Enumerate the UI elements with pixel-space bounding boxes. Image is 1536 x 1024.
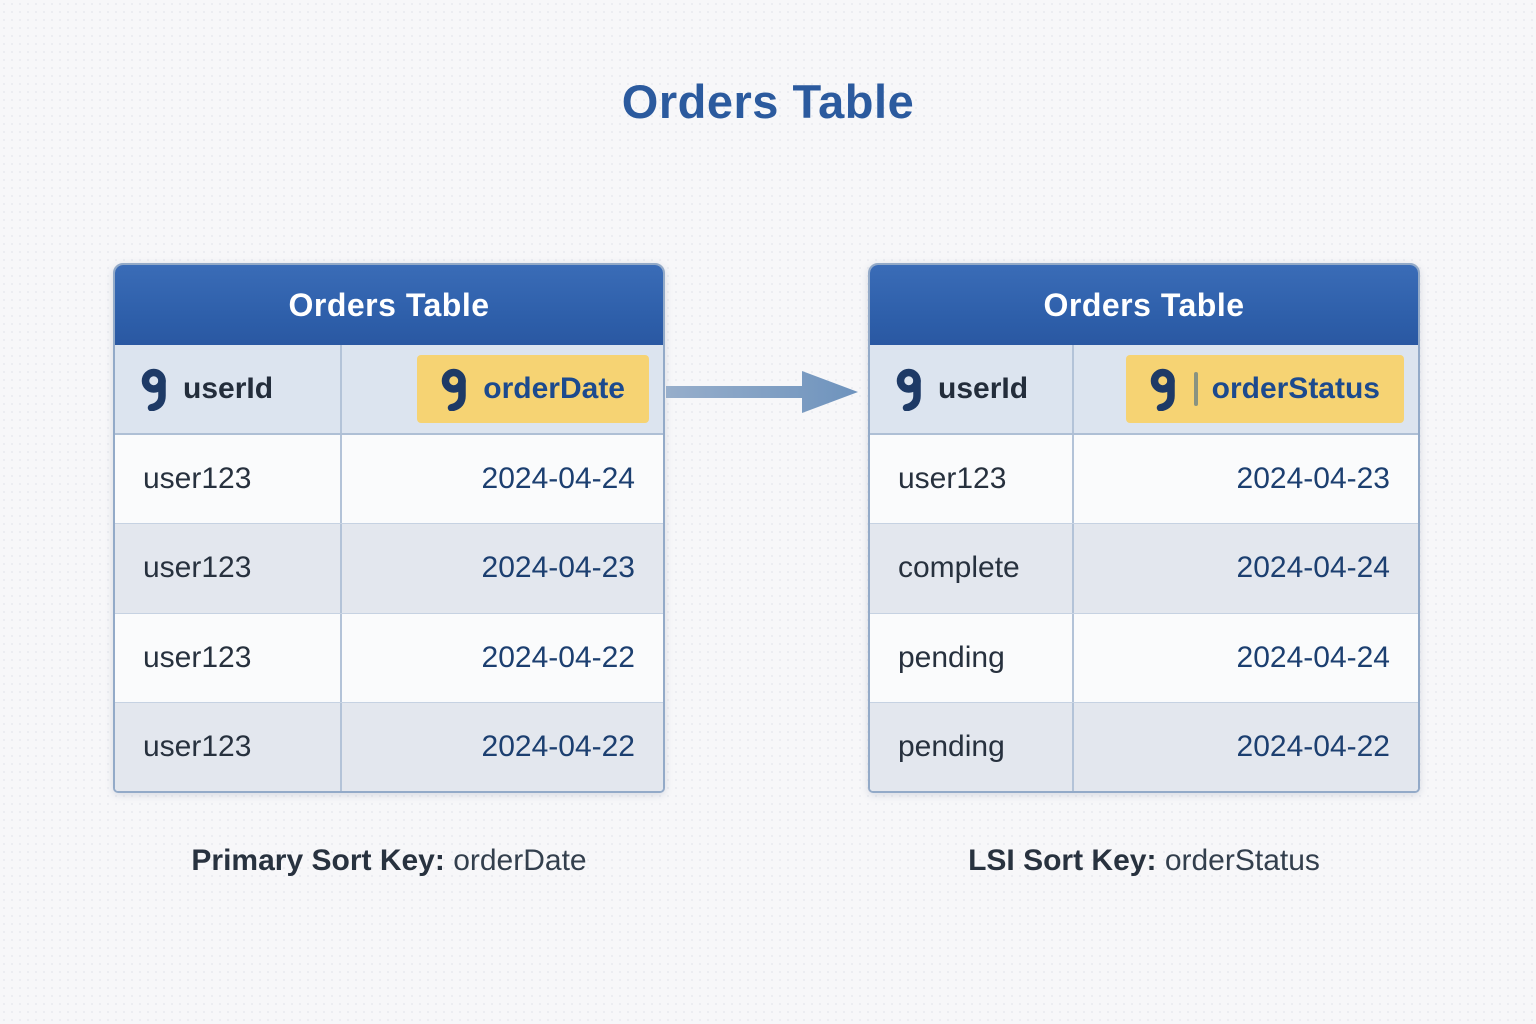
right-arrow-icon	[664, 363, 862, 421]
table-row: user123 2024-04-24	[115, 435, 663, 524]
column-header-userid: userId	[115, 345, 342, 433]
sort-key-highlight: orderStatus	[1125, 355, 1404, 423]
table-row: user123 2024-04-23	[870, 435, 1418, 524]
cell-sort-value: 2024-04-24	[1236, 640, 1390, 674]
sort-key-highlight: orderDate	[417, 355, 649, 423]
page-title: Orders Table	[621, 75, 915, 128]
key-icon	[896, 367, 926, 411]
column-label-orderstatus: orderStatus	[1211, 372, 1380, 405]
cell-partition-value: pending	[870, 702, 1074, 791]
cell-partition-value: pending	[870, 613, 1074, 702]
cell-sort-value: 2024-04-23	[1236, 462, 1390, 496]
table-row: user123 2024-04-22	[115, 612, 663, 702]
table-row: user123 2024-04-22	[115, 701, 663, 791]
cursor-mark	[1193, 372, 1198, 406]
cell-sort-value: 2024-04-22	[481, 729, 635, 763]
table-row: complete 2024-04-24	[870, 523, 1418, 613]
table-row: user123 2024-04-23	[115, 523, 663, 613]
cell-partition-value: complete	[870, 524, 1074, 613]
cell-partition-value: user123	[870, 435, 1074, 524]
lsi-sort-key-caption: LSI Sort Key: orderStatus	[868, 844, 1420, 878]
key-icon	[1150, 367, 1180, 411]
caption-label: Primary Sort Key:	[191, 844, 445, 877]
key-icon	[441, 367, 471, 411]
column-label-userid: userId	[183, 372, 274, 405]
cell-partition-value: user123	[115, 702, 342, 791]
table-title: Orders Table	[115, 265, 663, 345]
cell-sort-value: 2024-04-23	[481, 551, 635, 585]
orders-table-primary: Orders Table userId	[113, 263, 665, 793]
column-header-userid: userId	[870, 345, 1074, 433]
cell-sort-value: 2024-04-24	[1236, 551, 1390, 585]
caption-label: LSI Sort Key:	[968, 844, 1157, 877]
cell-sort-value: 2024-04-22	[1236, 729, 1390, 763]
cell-sort-value: 2024-04-24	[481, 462, 635, 496]
column-header-orderdate: orderDate	[342, 345, 663, 433]
column-header-row: userId orderStatus	[870, 345, 1418, 435]
primary-sort-key-caption: Primary Sort Key: orderDate	[113, 844, 665, 878]
cell-sort-value: 2024-04-22	[481, 640, 635, 674]
table-row: pending 2024-04-22	[870, 701, 1418, 791]
key-icon	[141, 367, 171, 411]
orders-table-lsi: Orders Table userId	[868, 263, 1420, 793]
caption-value: orderDate	[453, 844, 587, 877]
column-label-orderdate: orderDate	[483, 372, 625, 405]
cell-partition-value: user123	[115, 613, 342, 702]
table-row: pending 2024-04-24	[870, 612, 1418, 702]
cell-partition-value: user123	[115, 524, 342, 613]
caption-value: orderStatus	[1164, 844, 1320, 877]
column-header-row: userId orderDate	[115, 345, 663, 435]
column-label-userid: userId	[938, 372, 1029, 405]
column-header-orderstatus: orderStatus	[1074, 345, 1418, 433]
table-title: Orders Table	[870, 265, 1418, 345]
cell-partition-value: user123	[115, 435, 342, 524]
